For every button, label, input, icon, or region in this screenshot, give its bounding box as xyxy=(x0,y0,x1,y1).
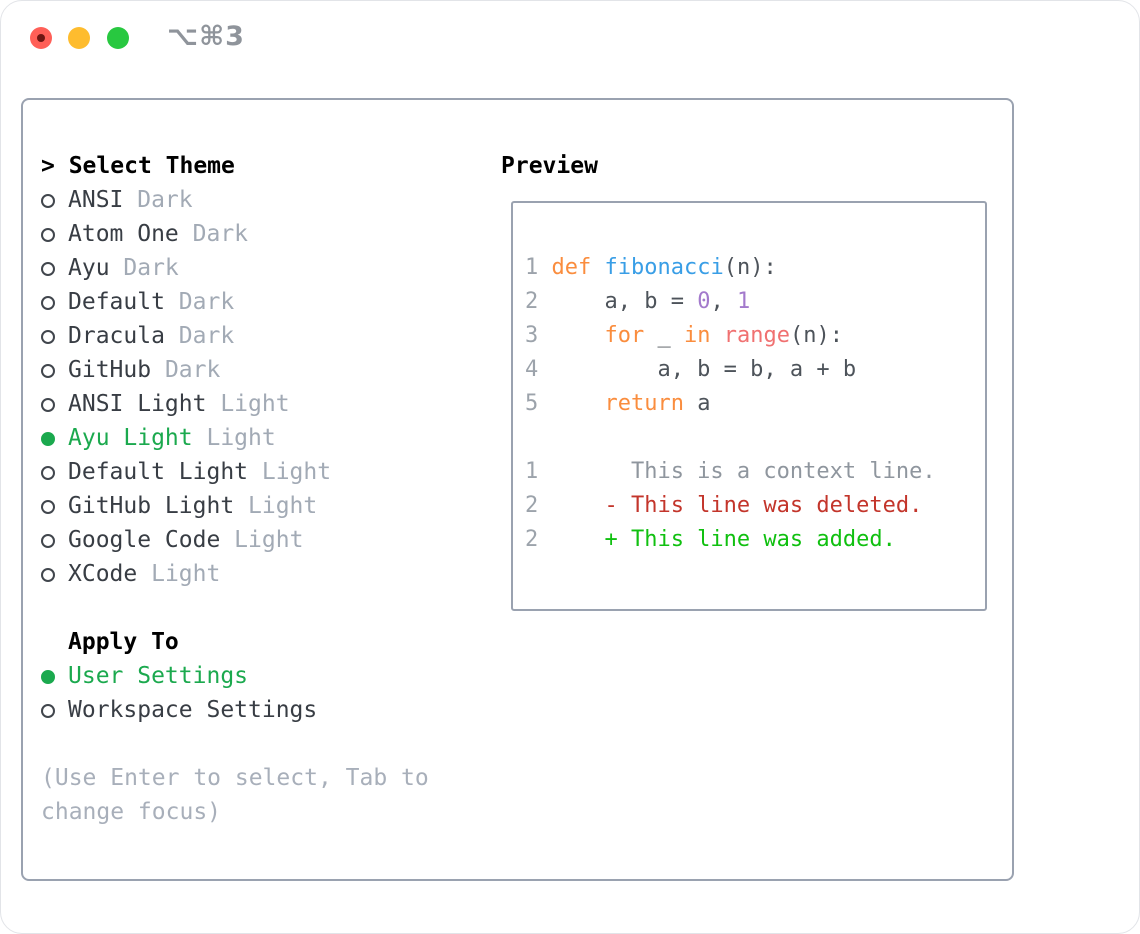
spacer xyxy=(41,591,429,625)
radio-icon xyxy=(41,194,55,208)
line-number: 2 xyxy=(525,527,539,552)
hint-text-line-1: (Use Enter to select, Tab to xyxy=(41,765,429,791)
line-number: 4 xyxy=(525,357,539,382)
apply-option-user-settings[interactable]: User Settings xyxy=(41,659,429,693)
theme-option-ayu[interactable]: Ayu Dark xyxy=(41,251,429,285)
radio-icon xyxy=(41,262,55,276)
line-number: 1 xyxy=(525,459,539,484)
window-shortcut-label: ⌥⌘3 xyxy=(167,21,245,52)
radio-icon xyxy=(41,704,55,718)
code-line: 4 a, b = b, a + b xyxy=(525,353,977,387)
theme-option-dracula[interactable]: Dracula Dark xyxy=(41,319,429,353)
code-line: 5 return a xyxy=(525,387,977,421)
line-number: 5 xyxy=(525,391,539,416)
theme-name: GitHub Light xyxy=(68,493,235,519)
preview-header: Preview xyxy=(501,153,598,179)
code-line: 2 - This line was deleted. xyxy=(525,489,977,523)
apply-option-label: Workspace Settings xyxy=(68,697,318,723)
apply-to-header: Apply To xyxy=(68,629,179,655)
theme-name: Atom One xyxy=(68,221,179,247)
theme-variant: Dark xyxy=(123,187,193,213)
radio-icon xyxy=(41,432,55,446)
apply-option-label: User Settings xyxy=(68,663,249,689)
theme-variant: Dark xyxy=(164,289,235,315)
radio-icon xyxy=(41,670,55,684)
theme-variant: Dark xyxy=(109,255,179,281)
theme-name: Google Code xyxy=(68,527,221,553)
radio-icon xyxy=(41,228,55,242)
theme-variant: Light xyxy=(137,561,221,587)
line-number: 2 xyxy=(525,289,539,314)
theme-variant: Light xyxy=(192,425,276,451)
theme-option-ansi-light[interactable]: ANSI Light Light xyxy=(41,387,429,421)
line-number: 2 xyxy=(525,493,539,518)
theme-option-ayu-light[interactable]: Ayu Light Light xyxy=(41,421,429,455)
theme-variant: Light xyxy=(220,527,304,553)
code-line: 3 for _ in range(n): xyxy=(525,319,977,353)
theme-option-default[interactable]: Default Dark xyxy=(41,285,429,319)
close-button[interactable] xyxy=(30,27,52,49)
radio-icon xyxy=(41,398,55,412)
theme-option-github-light[interactable]: GitHub Light Light xyxy=(41,489,429,523)
radio-icon xyxy=(41,364,55,378)
theme-name: Default Light xyxy=(68,459,249,485)
theme-variant: Light xyxy=(206,391,290,417)
select-theme-header: > Select Theme xyxy=(41,149,429,183)
theme-name: Default xyxy=(68,289,165,315)
theme-option-default-light[interactable]: Default Light Light xyxy=(41,455,429,489)
hint-text-line-2: change focus) xyxy=(41,799,222,825)
theme-option-atom-one[interactable]: Atom One Dark xyxy=(41,217,429,251)
code-line: 1 This is a context line. xyxy=(525,455,977,489)
theme-option-google-code[interactable]: Google Code Light xyxy=(41,523,429,557)
spacer xyxy=(41,727,429,761)
theme-name: XCode xyxy=(68,561,138,587)
radio-icon xyxy=(41,330,55,344)
theme-variant: Light xyxy=(248,459,332,485)
code-line: 2 + This line was added. xyxy=(525,523,977,557)
theme-name: Ayu xyxy=(68,255,110,281)
minimize-button[interactable] xyxy=(68,27,90,49)
select-theme-title: Select Theme xyxy=(68,153,235,179)
close-dot-icon xyxy=(37,34,45,42)
theme-name: GitHub xyxy=(68,357,152,383)
theme-variant: Dark xyxy=(164,323,235,349)
theme-name: Dracula xyxy=(68,323,165,349)
theme-variant: Dark xyxy=(178,221,249,247)
code-line: 2 a, b = 0, 1 xyxy=(525,285,977,319)
radio-icon xyxy=(41,500,55,514)
theme-option-github[interactable]: GitHub Dark xyxy=(41,353,429,387)
theme-name: ANSI xyxy=(68,187,124,213)
blank-line xyxy=(525,421,977,455)
theme-option-xcode[interactable]: XCode Light xyxy=(41,557,429,591)
radio-icon xyxy=(41,466,55,480)
focus-caret: > xyxy=(41,153,69,179)
theme-name: Ayu Light xyxy=(68,425,193,451)
line-number: 3 xyxy=(525,323,539,348)
apply-option-workspace-settings[interactable]: Workspace Settings xyxy=(41,693,429,727)
theme-variant: Dark xyxy=(151,357,221,383)
radio-icon xyxy=(41,568,55,582)
theme-name: ANSI Light xyxy=(68,391,207,417)
line-number: 1 xyxy=(525,255,539,280)
radio-icon xyxy=(41,534,55,548)
radio-icon xyxy=(41,296,55,310)
theme-variant: Light xyxy=(234,493,318,519)
theme-option-ansi[interactable]: ANSI Dark xyxy=(41,183,429,217)
zoom-button[interactable] xyxy=(107,27,129,49)
